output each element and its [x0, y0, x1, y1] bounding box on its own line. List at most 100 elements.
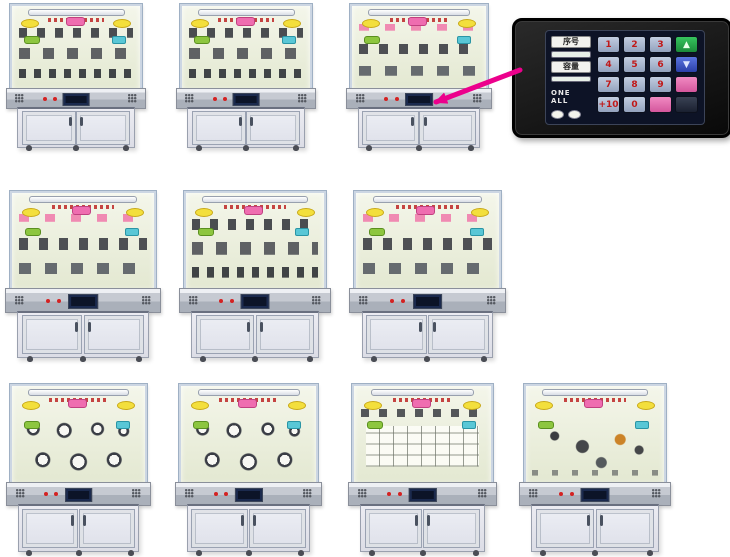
key-1[interactable]: 1 [597, 36, 620, 53]
label-tag [193, 421, 210, 430]
key-7[interactable]: 7 [597, 76, 620, 93]
control-bench [346, 87, 492, 109]
key-function-1[interactable] [675, 76, 698, 93]
serial-display-window [551, 51, 591, 58]
key-2[interactable]: 2 [623, 36, 646, 53]
label-tag [288, 400, 307, 410]
cabinet-base [357, 106, 481, 149]
display-board [182, 189, 328, 294]
key-6[interactable]: 6 [649, 56, 672, 73]
key-4[interactable]: 4 [597, 56, 620, 73]
label-tag [461, 421, 476, 430]
key-8[interactable]: 8 [623, 76, 646, 93]
key-up-arrow[interactable]: ▲ [675, 36, 698, 53]
cabinet-door-left [21, 110, 76, 145]
label-tag [23, 36, 40, 45]
control-bench [519, 482, 671, 507]
display-cabinet-6 [349, 189, 506, 362]
speaker-vent [478, 489, 488, 499]
lcd-screen [64, 487, 93, 503]
speaker-vent [529, 489, 538, 499]
caster-wheel [306, 356, 313, 362]
cabinet-door-right [419, 110, 476, 145]
speaker-vent [486, 295, 496, 305]
fluorescent-lamp [28, 389, 129, 396]
speaker-vent [141, 295, 151, 305]
keypad-plate: 序号 容量 ONE ALL 1 2 3 ▲ 4 5 6 ▼ 7 [545, 30, 705, 125]
control-bench [5, 288, 161, 313]
caster-wheel [370, 356, 377, 362]
key-9[interactable]: 9 [649, 76, 672, 93]
control-bench [6, 87, 146, 109]
key-function-3[interactable] [675, 96, 698, 113]
caster-wheel [26, 356, 33, 362]
control-bench [6, 482, 151, 507]
speaker-vent [15, 94, 25, 104]
lcd-screen [580, 487, 610, 503]
label-tag [538, 421, 555, 430]
key-function-2[interactable] [649, 96, 672, 113]
speaker-vent [127, 94, 137, 104]
key-plus10[interactable]: +10 [597, 96, 620, 113]
speaker-vent [189, 295, 198, 305]
caster-wheel [73, 145, 80, 151]
label-tag [636, 400, 655, 410]
red-button [401, 298, 406, 303]
field-label-capacity: 容量 [551, 60, 591, 73]
fluorescent-lamp [370, 389, 475, 396]
label-tag [116, 421, 131, 430]
control-bench [179, 288, 331, 313]
display-board [9, 3, 143, 93]
label-tag [463, 400, 482, 410]
fluorescent-lamp [197, 9, 295, 16]
cabinet-base [17, 106, 135, 149]
key-0[interactable]: 0 [623, 96, 646, 113]
key-5[interactable]: 5 [623, 56, 646, 73]
cabinet-door-right [76, 110, 131, 145]
cabinet-door-right [78, 508, 135, 549]
display-board [351, 382, 494, 488]
speaker-vent [359, 295, 369, 305]
red-button [46, 298, 51, 303]
cabinet-door-left [191, 508, 249, 549]
cabinet-door-right [248, 508, 306, 549]
fluorescent-lamp [372, 196, 483, 203]
label-tag [416, 205, 435, 215]
speaker-vent [312, 295, 321, 305]
cabinet-base [359, 504, 486, 553]
door-handle [411, 116, 415, 126]
label-tag [365, 207, 384, 217]
fluorescent-lamp [28, 196, 138, 203]
caster-wheel [79, 356, 86, 362]
label-tag [235, 16, 255, 26]
red-button [54, 492, 59, 497]
label-tag [237, 398, 257, 408]
label-tag [361, 18, 380, 28]
label-tag [458, 18, 477, 28]
label-tag [282, 18, 301, 28]
label-tag [281, 36, 296, 45]
label-tag [65, 16, 85, 26]
label-tag [296, 207, 315, 217]
control-bench [348, 482, 497, 507]
one-all-label: ONE ALL [551, 89, 571, 105]
speaker-vent [652, 489, 661, 499]
cabinet-door-left [366, 314, 427, 355]
label-tag [21, 18, 40, 28]
door-handle [432, 321, 436, 333]
label-tag [21, 207, 40, 217]
display-board [352, 189, 503, 294]
key-3[interactable]: 3 [649, 36, 672, 53]
board-components [188, 24, 304, 85]
cabinet-door-right [595, 508, 655, 549]
speaker-vent [184, 489, 194, 499]
lcd-screen [68, 293, 98, 309]
display-cabinet-7 [6, 382, 151, 556]
door-handle [83, 515, 87, 526]
cabinet-door-left [535, 508, 595, 549]
caster-wheel [75, 550, 82, 556]
cabinet-base [187, 106, 305, 149]
door-handle [587, 515, 591, 526]
label-tag [363, 400, 382, 410]
key-down-arrow[interactable]: ▼ [675, 56, 698, 73]
